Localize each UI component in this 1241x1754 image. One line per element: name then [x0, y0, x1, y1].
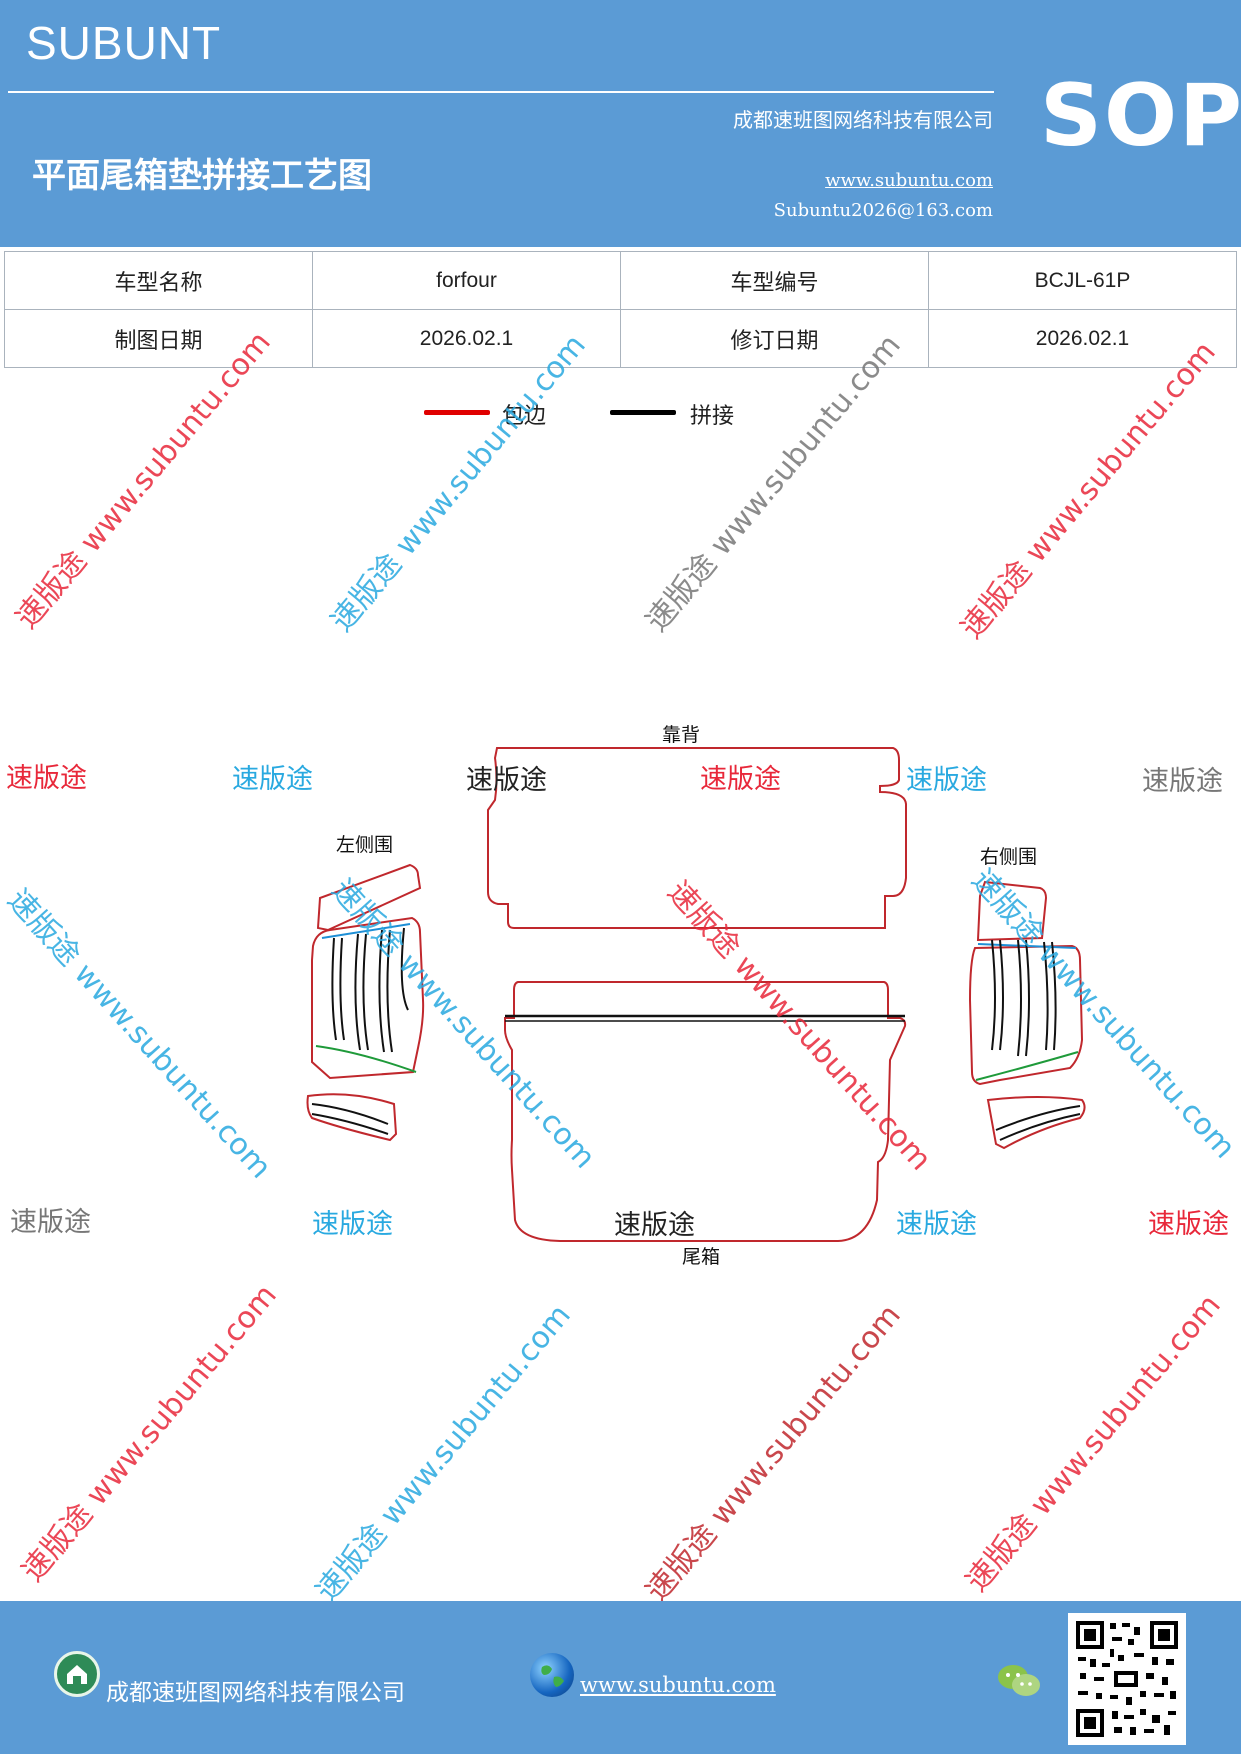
vehicle-info-table: 车型名称 forfour 车型编号 BCJL-61P 制图日期 2026.02.…: [4, 251, 1237, 368]
backrest-piece: [487, 747, 907, 929]
legend-swatch-edging: [424, 410, 490, 415]
draw-date-value: 2026.02.1: [312, 309, 621, 368]
label-trunk: 尾箱: [682, 1246, 721, 1268]
footer-company-name: 成都速班图网络科技有限公司: [106, 1680, 405, 1706]
header-banner: SUBUNT 成都速班图网络科技有限公司 平面尾箱垫拼接工艺图 www.subu…: [0, 0, 1241, 247]
label-right-side: 右侧围: [980, 846, 1038, 868]
trunk-piece: [504, 981, 907, 1242]
left-side-panel: [306, 863, 425, 1142]
model-code-label: 车型编号: [620, 251, 929, 310]
sop-badge: SOP: [1040, 66, 1241, 166]
right-side-panel: [968, 880, 1086, 1150]
table-row: 制图日期 2026.02.1 修订日期 2026.02.1: [4, 309, 1237, 368]
watermark-text: 速版途 www.subuntu.com: [309, 1297, 578, 1609]
qr-code[interactable]: [1068, 1613, 1186, 1745]
table-row: 车型名称 forfour 车型编号 BCJL-61P: [4, 251, 1237, 310]
label-backrest: 靠背: [662, 724, 701, 746]
company-name: 成都速班图网络科技有限公司: [733, 108, 993, 132]
watermark-text: 速版途 www.subuntu.com: [324, 327, 593, 639]
model-name-label: 车型名称: [4, 251, 313, 310]
header-divider: [8, 91, 994, 93]
watermark-text: 速版途 www.subuntu.com: [639, 327, 908, 639]
footer-website-link[interactable]: www.subuntu.com: [580, 1673, 776, 1697]
wechat-icon[interactable]: [996, 1661, 1042, 1701]
revise-date-value: 2026.02.1: [928, 309, 1237, 368]
website-link[interactable]: www.subuntu.com: [825, 170, 993, 191]
mat-diagram: 靠背 左侧围 右侧围 尾箱: [0, 700, 1241, 1270]
revise-date-label: 修订日期: [620, 309, 929, 368]
legend-label-edging: 包边: [502, 404, 547, 429]
model-code-value: BCJL-61P: [928, 251, 1237, 310]
brand-name: SUBUNT: [26, 17, 222, 69]
legend-swatch-seam: [610, 410, 676, 415]
home-icon: [54, 1651, 100, 1697]
qr-code-graphic: [1074, 1619, 1180, 1739]
legend-label-seam: 拼接: [690, 404, 735, 429]
watermark-text: 速版途 www.subuntu.com: [954, 334, 1223, 646]
watermark-text: 速版途 www.subuntu.com: [959, 1287, 1228, 1599]
watermark-text: 速版途 www.subuntu.com: [15, 1277, 284, 1589]
mat-pieces-svg: [306, 747, 1086, 1242]
draw-date-label: 制图日期: [4, 309, 313, 368]
globe-icon: [530, 1653, 574, 1697]
model-name-value: forfour: [312, 251, 621, 310]
legend: 包边 拼接: [0, 398, 1241, 438]
email-address: Subuntu2026@163.com: [773, 200, 993, 221]
watermark-text: 速版途 www.subuntu.com: [639, 1297, 908, 1609]
footer-banner: 成都速班图网络科技有限公司 www.subuntu.com: [0, 1601, 1241, 1754]
document-title: 平面尾箱垫拼接工艺图: [32, 156, 372, 196]
label-left-side: 左侧围: [336, 834, 394, 856]
